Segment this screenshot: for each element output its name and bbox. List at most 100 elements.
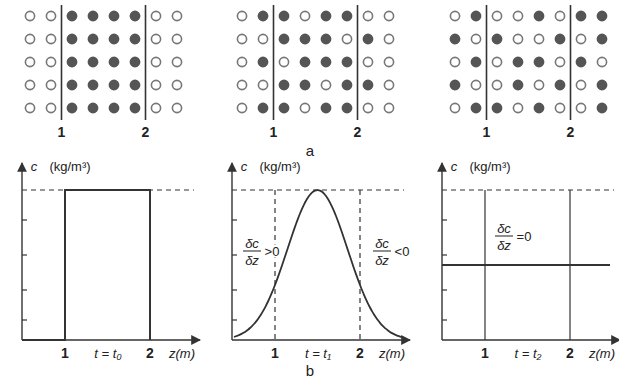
- concentration-graph: [232, 163, 410, 340]
- diagram-label: 2: [353, 125, 363, 139]
- diagram-label: 2: [355, 346, 365, 360]
- filled-particle: [492, 103, 501, 112]
- diagram-label: 1: [480, 346, 490, 360]
- filled-particle: [342, 57, 351, 66]
- diagram-label: 2: [145, 346, 155, 360]
- empty-particle: [151, 80, 160, 89]
- diagram-label: (kg/m³): [48, 160, 91, 173]
- diagram-label: (kg/m³): [258, 160, 301, 173]
- x-axis: [232, 339, 410, 340]
- empty-particle: [555, 11, 564, 20]
- filled-particle: [321, 34, 330, 43]
- diagram-label: t = t₂: [514, 347, 543, 360]
- fraction-bar: [243, 250, 261, 251]
- concentration-graph: [22, 163, 200, 340]
- x-axis: [442, 339, 619, 340]
- diagram-label: (kg/m³): [468, 160, 511, 173]
- filled-particle: [513, 57, 522, 66]
- filled-particle: [471, 57, 480, 66]
- filled-particle: [279, 80, 288, 89]
- boundary-line: [359, 190, 360, 340]
- axis-tick: [442, 219, 447, 220]
- axis-tick: [22, 289, 27, 290]
- filled-particle: [321, 11, 330, 20]
- filled-particle: [555, 80, 564, 89]
- filled-particle: [67, 11, 76, 20]
- particle-grid: [25, 5, 181, 120]
- empty-particle: [25, 11, 34, 20]
- empty-particle: [513, 34, 522, 43]
- empty-particle: [172, 34, 181, 43]
- filled-particle: [450, 34, 459, 43]
- filled-particle: [258, 57, 267, 66]
- filled-particle: [300, 34, 309, 43]
- empty-particle: [555, 57, 564, 66]
- diagram-label: 2: [565, 346, 575, 360]
- boundary-line: [273, 5, 275, 120]
- filled-particle: [342, 11, 351, 20]
- empty-particle: [513, 11, 522, 20]
- filled-particle: [258, 11, 267, 20]
- diagram-label: 1: [269, 125, 279, 139]
- filled-particle: [597, 80, 606, 89]
- diagram-label: >0: [264, 245, 281, 258]
- empty-particle: [534, 80, 543, 89]
- filled-particle: [109, 80, 118, 89]
- empty-particle: [363, 57, 372, 66]
- filled-particle: [67, 34, 76, 43]
- empty-particle: [492, 11, 501, 20]
- diagram-label: δc: [244, 237, 260, 250]
- diagram-label: t = t₀: [93, 347, 123, 360]
- empty-particle: [384, 34, 393, 43]
- empty-particle: [46, 103, 55, 112]
- empty-particle: [300, 103, 309, 112]
- diagram-label: δz: [374, 254, 390, 267]
- filled-particle: [279, 11, 288, 20]
- boundary-line: [61, 5, 63, 120]
- empty-particle: [384, 57, 393, 66]
- filled-particle: [109, 57, 118, 66]
- empty-particle: [151, 57, 160, 66]
- empty-particle: [576, 80, 585, 89]
- filled-particle: [279, 34, 288, 43]
- filled-particle: [300, 57, 309, 66]
- diagram-label: t = t₁: [304, 347, 332, 360]
- empty-particle: [513, 103, 522, 112]
- empty-particle: [363, 103, 372, 112]
- empty-particle: [492, 80, 501, 89]
- filled-particle: [342, 103, 351, 112]
- axis-tick: [22, 319, 27, 320]
- filled-particle: [534, 103, 543, 112]
- empty-particle: [172, 11, 181, 20]
- axis-tick: [442, 254, 447, 255]
- empty-particle: [555, 103, 564, 112]
- empty-particle: [172, 103, 181, 112]
- empty-particle: [492, 57, 501, 66]
- filled-particle: [513, 80, 522, 89]
- empty-particle: [576, 34, 585, 43]
- empty-particle: [258, 80, 267, 89]
- filled-particle: [88, 80, 97, 89]
- filled-particle: [130, 34, 139, 43]
- empty-particle: [471, 34, 480, 43]
- empty-particle: [151, 11, 160, 20]
- empty-particle: [237, 57, 246, 66]
- diagram-label: c: [240, 160, 249, 173]
- diagram-label: =0: [516, 230, 533, 243]
- filled-particle: [130, 80, 139, 89]
- diagram-label: δc: [496, 222, 512, 235]
- diagram-label: c: [30, 160, 39, 173]
- empty-particle: [25, 34, 34, 43]
- max-level-line: [442, 189, 614, 190]
- axis-tick: [442, 289, 447, 290]
- filled-particle: [88, 11, 97, 20]
- empty-particle: [321, 80, 330, 89]
- empty-particle: [534, 34, 543, 43]
- filled-particle: [597, 34, 606, 43]
- filled-particle: [597, 103, 606, 112]
- diagram-label: z(m): [168, 347, 196, 360]
- empty-particle: [46, 57, 55, 66]
- diagram-label: 1: [60, 346, 70, 360]
- empty-particle: [237, 103, 246, 112]
